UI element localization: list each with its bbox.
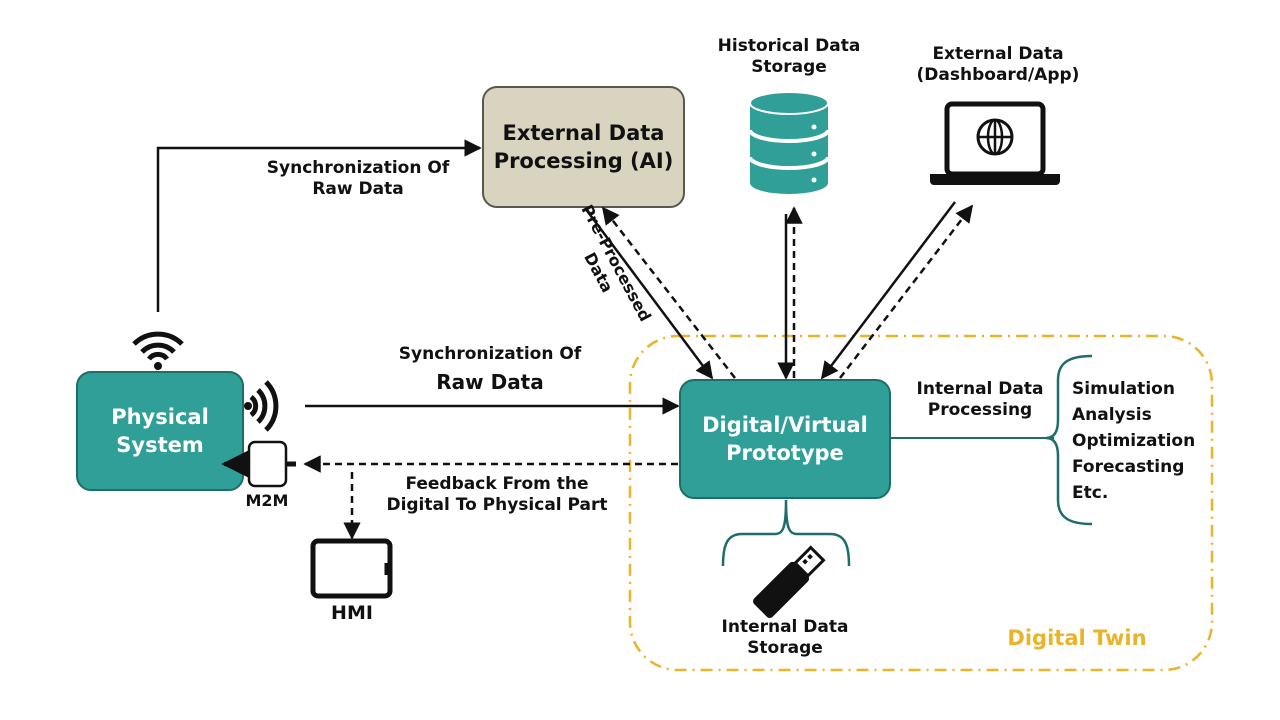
functions-list: Simulation Analysis Optimization Forecas… <box>1072 376 1195 506</box>
sync-top-arrow <box>156 139 482 312</box>
wifi-right-icon <box>244 380 279 432</box>
function-item-analysis: Analysis <box>1072 405 1152 425</box>
feedback-label: Feedback From the Digital To Physical Pa… <box>386 474 608 516</box>
historical-storage-label: Historical Data Storage <box>717 36 861 78</box>
function-item-simulation: Simulation <box>1072 379 1175 399</box>
physical-system-label: Physical System <box>111 404 209 457</box>
hmi-tablet-icon <box>310 538 393 599</box>
external-processing-label: External Data Processing (AI) <box>493 120 674 173</box>
m2m-icon <box>247 440 288 488</box>
physical-system-box <box>76 371 244 491</box>
function-item-etc: Etc. <box>1072 483 1109 503</box>
sync-mid-label-line2: Raw Data <box>436 370 544 394</box>
external-processing-box <box>482 86 685 208</box>
functions-brace <box>1045 354 1093 526</box>
internal-processing-label: Internal Data Processing <box>916 379 1044 421</box>
external-data-label: External Data (Dashboard/App) <box>916 44 1080 86</box>
sync-mid-label-line1: Synchronization Of <box>398 344 582 364</box>
internal-storage-label: Internal Data Storage <box>721 617 849 659</box>
function-item-optimization: Optimization <box>1072 431 1196 451</box>
digital-twin-boundary <box>628 334 1214 672</box>
digital-prototype-label: Digital/Virtual Prototype <box>702 412 868 465</box>
digital-twin-label: Digital Twin <box>1007 626 1147 650</box>
external-to-digital-arrow <box>820 201 956 380</box>
digital-to-external-arrow <box>839 204 974 379</box>
storage-brace <box>721 499 851 567</box>
laptop-icon <box>930 101 1060 185</box>
sync-top-label: Synchronization Of Raw Data <box>266 158 450 200</box>
usb-drive-icon <box>753 545 826 618</box>
hmi-label: HMI <box>331 602 373 624</box>
database-icon <box>748 91 830 194</box>
preprocessed-arrow <box>583 207 714 380</box>
function-item-forecasting: Forecasting <box>1072 457 1185 477</box>
m2m-label: M2M <box>245 491 289 510</box>
wifi-up-icon <box>132 331 184 370</box>
